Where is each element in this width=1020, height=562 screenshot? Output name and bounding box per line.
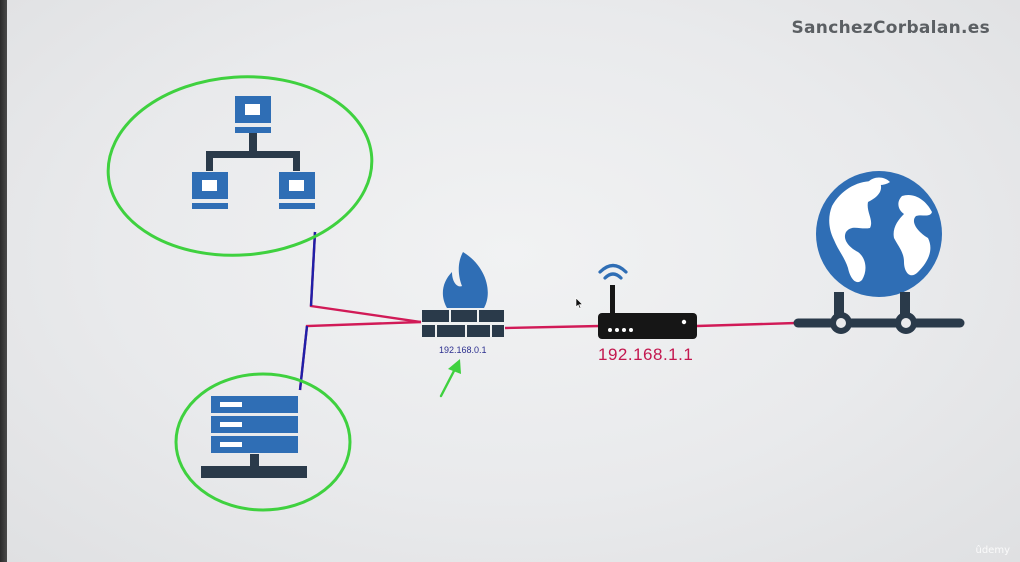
flame-icon [442,252,488,308]
highlight-arrow-head [448,359,461,374]
link-server-to-firewall [298,320,422,391]
link-network-drop [309,231,317,307]
connections [298,231,797,391]
router-ip-label: 192.168.1.1 [598,345,694,364]
highlight-arrow-shaft [439,367,457,398]
firewall-icon [422,252,504,337]
server-rack-icon [201,396,307,478]
mouse-cursor-icon [575,297,584,309]
network-hierarchy-icon [192,96,315,209]
link-router-to-internet [696,321,797,328]
link-network-to-firewall [309,231,422,324]
window-edge [0,0,7,562]
highlight-network-circle [106,75,374,257]
platform-badge: ûdemy [975,545,1011,556]
wifi-arc-outer [598,263,628,274]
continent-americas [829,181,882,283]
continent-europe-africa [893,194,932,276]
highlight-server-circle [174,372,352,512]
firewall-ip-label: 192.168.0.1 [439,345,487,355]
highlight-annotations [106,75,461,512]
link-firewall-to-router [504,324,601,330]
wifi-router-icon [598,263,697,339]
site-watermark: SanchezCorbalan.es [791,18,990,38]
continent-north-cap [868,177,890,185]
wifi-arc-inner [603,272,623,280]
internet-globe-icon [793,171,965,334]
